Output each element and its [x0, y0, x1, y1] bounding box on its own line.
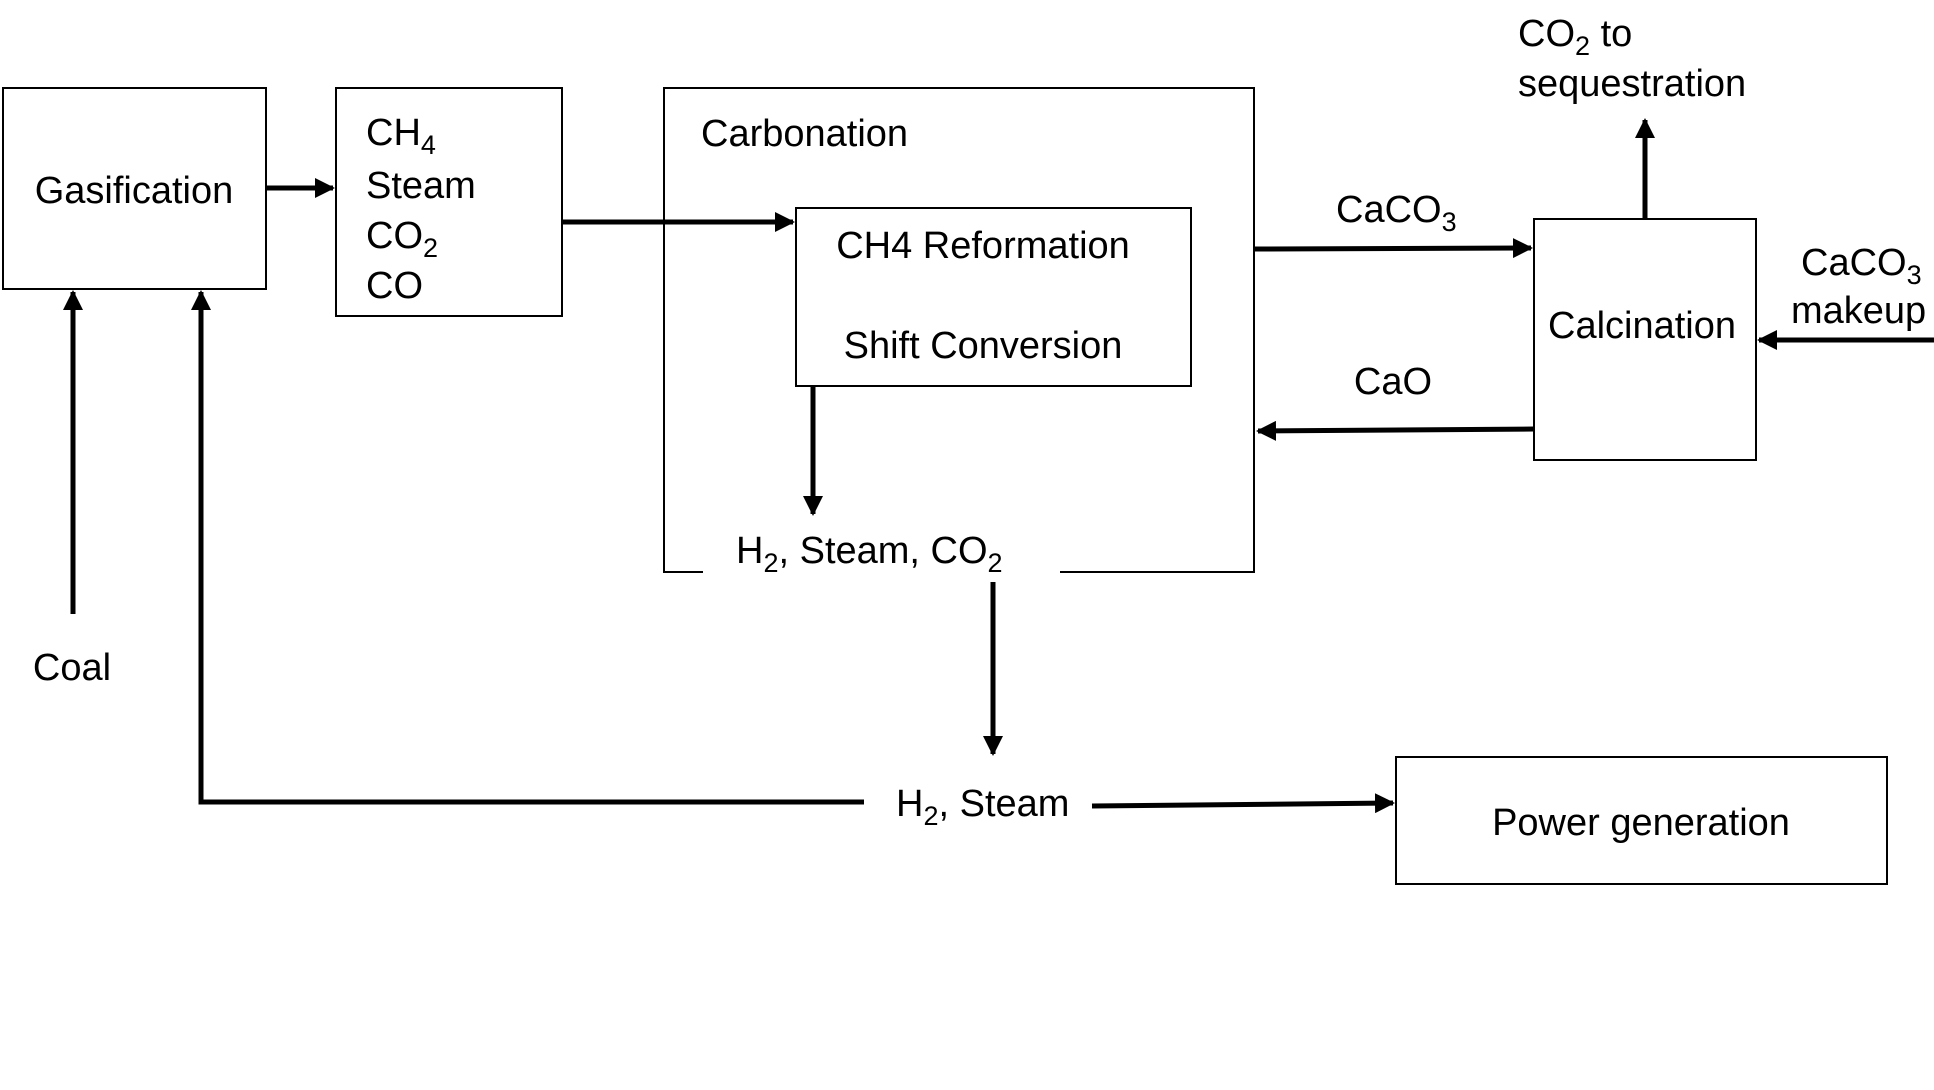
power-generation-label: Power generation [1492, 802, 1790, 844]
sequestration-label: sequestration [1518, 63, 1746, 105]
h2-steam-to-power-arrow [1091, 793, 1395, 814]
shift-conversion-label: Shift Conversion [844, 325, 1123, 367]
steam-recycle-to-gasification-arrow [191, 290, 864, 805]
gas-mix-ch4-label: CH4 [366, 112, 436, 160]
gas-mix-co-label: CO [366, 265, 423, 307]
gas-mix-co2-label: CO2 [366, 215, 438, 263]
makeup-label: makeup [1791, 290, 1926, 332]
gas-mix-steam-label: Steam [366, 165, 476, 207]
makeup-caco3-label: CaCO3 [1801, 242, 1922, 290]
gasification-box [2, 87, 267, 290]
co2-sequestration-label: CO2 to [1518, 13, 1632, 61]
carbonation-box [663, 87, 1255, 573]
calcination-label: Calcination [1548, 305, 1736, 347]
ch4-reformation-label: CH4 Reformation [836, 225, 1130, 267]
calcination-box [1533, 218, 1757, 461]
caco3-to-calcination-arrow [1253, 238, 1533, 259]
gas-mix-box [335, 87, 563, 317]
reformation-shift-box [795, 207, 1192, 387]
cao-return-arrow [1256, 420, 1535, 441]
h2-steam-co2-label: H2, Steam, CO2 [736, 530, 1003, 578]
caco3-stream-label: CaCO3 [1336, 189, 1457, 237]
carbonation-label: Carbonation [701, 113, 908, 155]
power-generation-box [1395, 756, 1888, 885]
cao-stream-label: CaO [1354, 361, 1432, 403]
coal-label: Coal [33, 647, 111, 689]
gasification-label: Gasification [35, 170, 234, 212]
h2-steam-label: H2, Steam [896, 783, 1069, 831]
